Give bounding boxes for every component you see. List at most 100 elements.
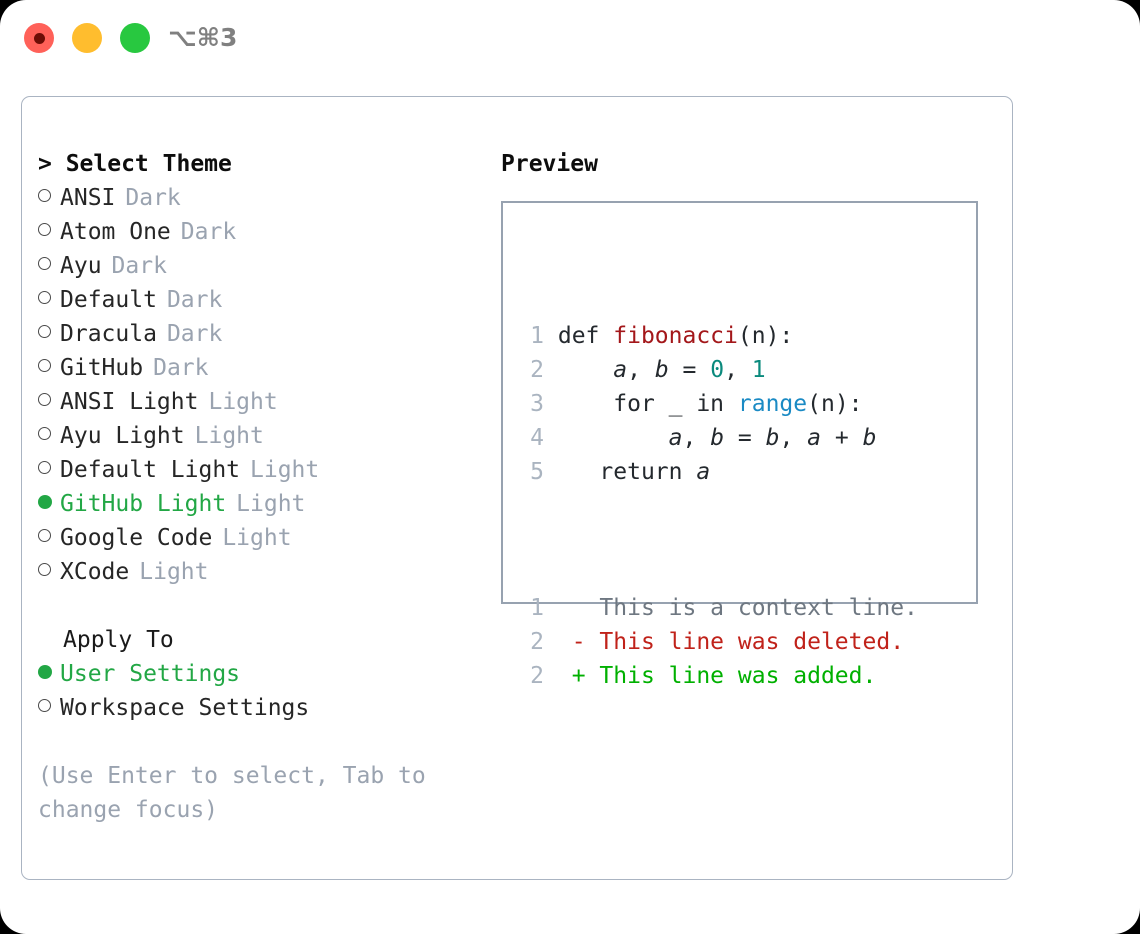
page-title: > Select Theme <box>38 151 232 177</box>
theme-option-label: ANSI Light <box>60 389 199 415</box>
code-token-plain: , <box>627 357 655 383</box>
diff-line-del: 2 - This line was deleted. <box>522 625 918 659</box>
code-token-call: range <box>737 391 808 417</box>
code-token-plain: (n): <box>807 391 863 417</box>
theme-option-atom-one[interactable]: Atom One Dark <box>38 215 498 249</box>
code-token-var: b <box>654 357 669 383</box>
apply-to-heading: Apply To <box>63 627 174 653</box>
diff-marker: - <box>571 629 586 655</box>
theme-option-ayu[interactable]: Ayu Dark <box>38 249 498 283</box>
theme-option-label: Atom One <box>60 219 171 245</box>
code-line: 4 a, b = b, a + b <box>522 421 918 455</box>
theme-option-label: Default Light <box>60 457 241 483</box>
line-number: 4 <box>530 425 544 451</box>
theme-option-default[interactable]: Default Dark <box>38 283 498 317</box>
theme-option-label: GitHub <box>60 355 144 381</box>
theme-option-variant: Dark <box>125 185 181 211</box>
diff-marker <box>572 595 586 621</box>
code-token-num: 0 <box>710 357 725 383</box>
keyboard-hint: (Use Enter to select, Tab to change focu… <box>38 763 440 823</box>
theme-option-variant: Light <box>208 389 278 415</box>
code-token-var: b <box>765 425 780 451</box>
code-token-plain: , <box>779 425 808 451</box>
theme-option-github-light[interactable]: GitHub Light Light <box>38 487 498 521</box>
keyboard-shortcut-label: ⌥⌘3 <box>168 23 238 52</box>
theme-option-label: Ayu Light <box>60 423 185 449</box>
list-spacer <box>38 589 498 623</box>
line-number: 1 <box>530 595 544 621</box>
diff-text: This is a context line. <box>585 595 918 621</box>
line-number: 1 <box>530 323 544 349</box>
line-number: 5 <box>530 459 544 485</box>
theme-option-ayu-light[interactable]: Ayu Light Light <box>38 419 498 453</box>
recording-indicator-icon <box>33 32 45 44</box>
code-token-var: a <box>696 459 711 485</box>
code-line: 2 a, b = 0, 1 <box>522 353 918 387</box>
theme-option-variant: Dark <box>153 355 209 381</box>
code-token-var: a <box>668 425 683 451</box>
theme-option-variant: Dark <box>166 287 223 313</box>
theme-option-github[interactable]: GitHub Dark <box>38 351 498 385</box>
line-number: 2 <box>530 663 544 689</box>
minimize-button[interactable] <box>72 23 102 53</box>
theme-option-label: Default <box>60 287 157 313</box>
preview-panel: Preview 1 def fibonacci(n):2 a, b = 0, 1… <box>501 147 1001 689</box>
theme-option-variant: Dark <box>180 219 237 245</box>
code-token-plain: return <box>557 459 697 485</box>
code-line: 1 def fibonacci(n): <box>522 319 918 353</box>
apply-to-option-workspace-settings[interactable]: Workspace Settings <box>38 691 498 725</box>
theme-option-variant: Light <box>194 423 264 449</box>
code-token-num: 1 <box>751 357 766 383</box>
code-token-plain: (n): <box>737 323 794 349</box>
diff-text: This line was added. <box>585 663 877 689</box>
title-bar: ⌥⌘3 <box>0 0 1140 78</box>
theme-option-variant: Dark <box>166 321 223 347</box>
code-token-plain: def <box>557 323 614 349</box>
code-token-plain: = <box>668 357 711 383</box>
code-token-var: a <box>613 357 628 383</box>
apply-to-option-user-settings[interactable]: User Settings <box>38 657 498 691</box>
line-number: 2 <box>530 357 544 383</box>
theme-option-dracula[interactable]: Dracula Dark <box>38 317 498 351</box>
diff-line-add: 2 + This line was added. <box>522 659 918 693</box>
theme-option-variant: Light <box>139 559 209 585</box>
theme-option-variant: Light <box>236 491 306 517</box>
line-number: 2 <box>530 629 544 655</box>
code-token-var: b <box>862 425 877 451</box>
theme-option-variant: Dark <box>111 253 167 279</box>
theme-option-label: XCode <box>60 559 130 585</box>
code-token-fn: fibonacci <box>613 323 738 349</box>
code-token-plain <box>558 357 613 383</box>
diff-line-ctx: 1 This is a context line. <box>522 591 918 625</box>
apply-to-option-label: User Settings <box>60 661 241 687</box>
preview-title: Preview <box>501 151 598 177</box>
diff-marker: + <box>571 663 586 689</box>
code-token-plain: , <box>682 425 711 451</box>
theme-option-label: Dracula <box>60 321 157 347</box>
theme-option-variant: Light <box>250 457 320 483</box>
theme-option-label: Ayu <box>60 253 102 279</box>
diff-lines: 1 This is a context line.2 - This line w… <box>522 591 918 693</box>
code-token-plain: + <box>821 425 863 451</box>
maximize-button[interactable] <box>120 23 150 53</box>
theme-option-label: Google Code <box>60 525 213 551</box>
theme-option-ansi[interactable]: ANSI Dark <box>38 181 498 215</box>
code-line: 5 return a <box>522 455 918 489</box>
theme-option-ansi-light[interactable]: ANSI Light Light <box>38 385 498 419</box>
code-token-plain: for _ in <box>557 391 738 417</box>
code-token-var: a <box>807 425 822 451</box>
theme-option-default-light[interactable]: Default Light Light <box>38 453 498 487</box>
theme-option-label: GitHub Light <box>60 491 227 517</box>
close-button[interactable] <box>24 23 54 53</box>
theme-option-label: ANSI <box>60 185 116 211</box>
theme-option-xcode[interactable]: XCode Light <box>38 555 498 589</box>
